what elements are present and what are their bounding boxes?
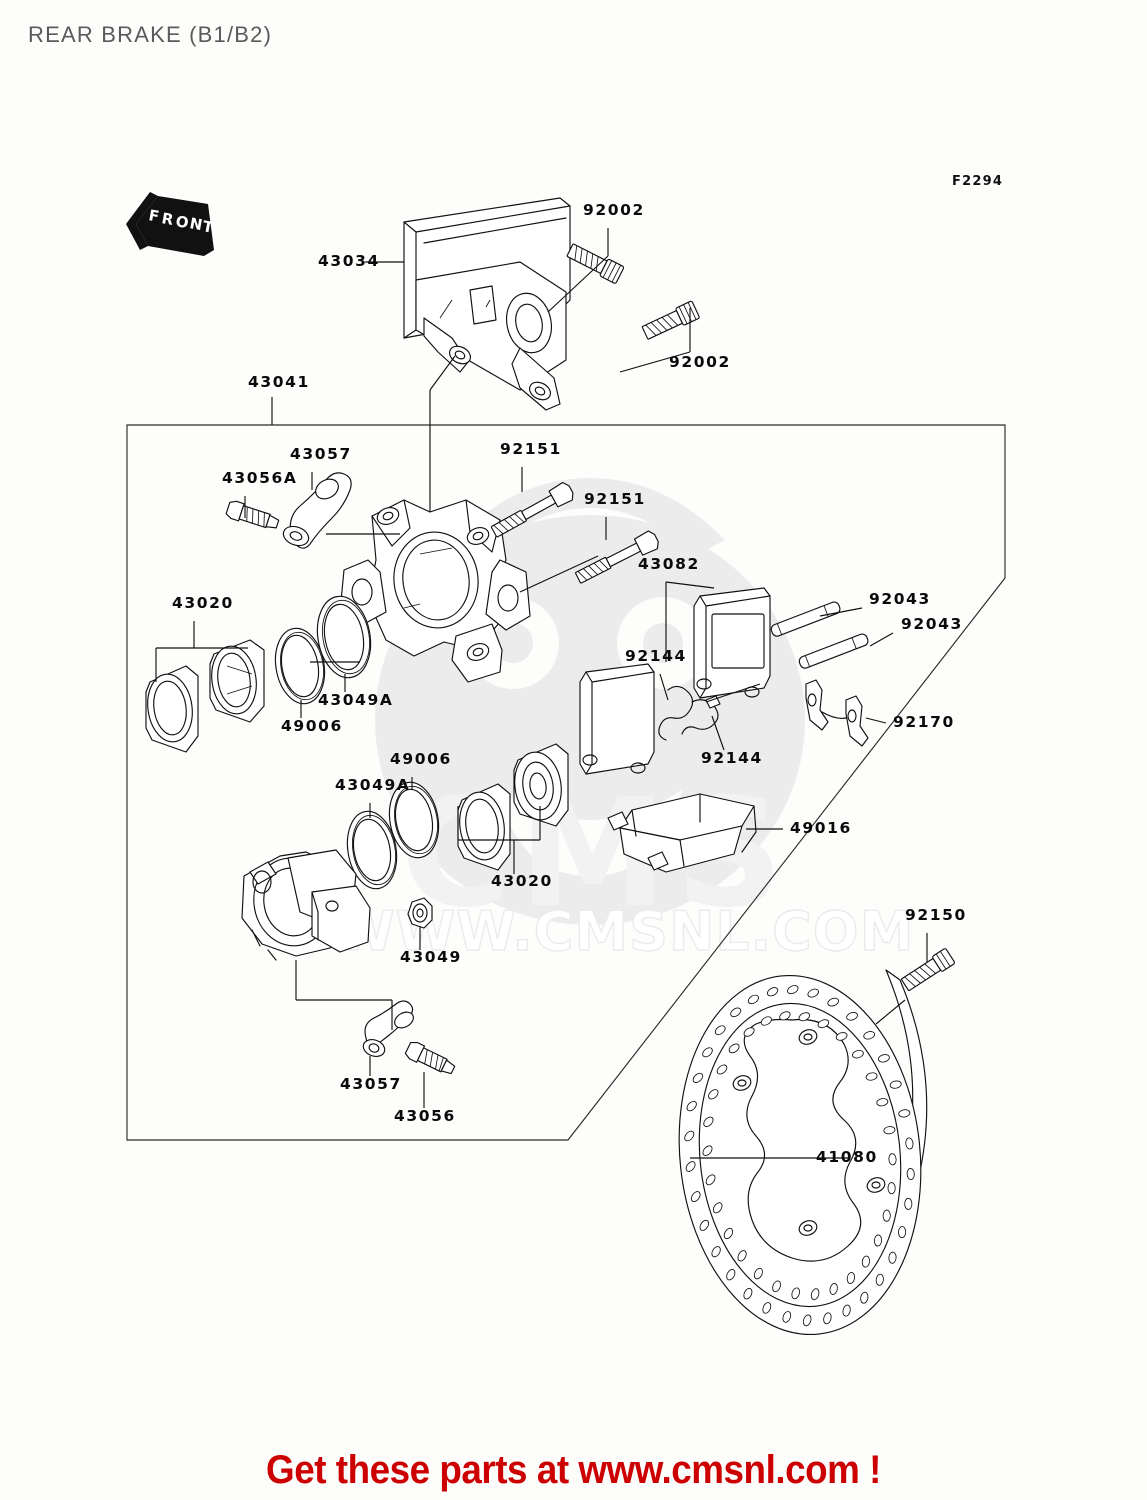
label-92002-lower: 92002: [669, 353, 731, 371]
label-43056: 43056: [394, 1107, 456, 1125]
label-49006-upper: 49006: [281, 717, 343, 735]
part-43049A-seal-upper: [316, 595, 372, 679]
part-43057-bleed-cap: [282, 472, 352, 549]
label-92002-upper: 92002: [583, 201, 645, 219]
part-41080-brake-disc: [678, 969, 928, 1336]
label-43020-upper: 43020: [172, 594, 234, 612]
label-92151-lower: 92151: [584, 490, 646, 508]
part-49016-pad-shim-clip: [607, 793, 757, 873]
label-43057-lower: 43057: [340, 1075, 402, 1093]
label-43034: 43034: [318, 252, 380, 270]
label-43049A-lower: 43049A: [335, 776, 411, 794]
label-43049: 43049: [400, 948, 462, 966]
part-92170-clamp-a: [805, 679, 829, 731]
part-43082-pad-rear: [693, 587, 771, 699]
part-43082-pad-front: [579, 663, 655, 775]
label-43041: 43041: [248, 373, 310, 391]
part-43034-torque-bracket: [403, 197, 571, 411]
part-number-labels: 43034 92002 92002 43041 43056A 43057 921…: [172, 201, 967, 1166]
part-92043-pin-lower: [798, 633, 869, 669]
label-49016: 49016: [790, 819, 852, 837]
part-43056A-bleed-valve: [225, 500, 280, 529]
page-title: REAR BRAKE (B1/B2): [28, 22, 273, 47]
label-92170: 92170: [893, 713, 955, 731]
front-arrow-marker: F R O N T: [126, 192, 215, 256]
leader-lines-main: [155, 467, 928, 1159]
label-43082: 43082: [638, 555, 700, 573]
part-92002-bolt-lower: [641, 300, 700, 340]
label-92043-upper: 92043: [869, 590, 931, 608]
part-43020-piston-upper-a: [145, 665, 199, 753]
reference-code: F2294: [952, 174, 1003, 189]
part-caliper-body-main: [339, 499, 531, 683]
part-43057-bleed-cap-lower: [362, 1000, 414, 1057]
part-43020-piston-lower-b: [513, 743, 569, 827]
front-letter-t: T: [201, 217, 215, 237]
part-43049A-seal-lower: [346, 810, 398, 890]
label-92043-lower: 92043: [901, 615, 963, 633]
part-92170-clamp-b: [821, 695, 869, 747]
part-92151-bolt-upper: [490, 481, 574, 538]
part-43049-plug: [407, 897, 433, 929]
label-92144-lower: 92144: [701, 749, 763, 767]
front-letter-r: R: [160, 209, 175, 229]
label-43056A: 43056A: [222, 469, 298, 487]
label-92144-upper: 92144: [625, 647, 687, 665]
part-43056-bleed-valve-lower: [404, 1041, 456, 1075]
part-92144-pad-spring-a: [658, 685, 694, 741]
part-49006-seal-lower: [388, 781, 440, 859]
label-43049A-upper: 43049A: [318, 691, 394, 709]
label-41080: 41080: [816, 1148, 878, 1166]
front-letter-f: F: [147, 206, 160, 226]
part-43020-piston-upper-b: [209, 639, 265, 723]
part-caliper-body-lower: [241, 849, 371, 961]
part-92043-pin-upper: [770, 601, 841, 637]
label-43057-upper: 43057: [290, 445, 352, 463]
part-92002-bolt-upper: [566, 243, 625, 284]
front-letter-n: N: [188, 214, 203, 234]
label-43020-lower: 43020: [491, 872, 553, 890]
label-49006-lower: 49006: [390, 750, 452, 768]
front-letter-o: O: [174, 212, 190, 232]
label-92150: 92150: [905, 906, 967, 924]
footer-cta: Get these parts at www.cmsnl.com !: [266, 1448, 881, 1492]
part-92150-disc-bolt: [900, 948, 955, 992]
group-box-43041: [126, 424, 1006, 1141]
label-92151-upper: 92151: [500, 440, 562, 458]
part-92151-bolt-lower: [575, 530, 659, 584]
